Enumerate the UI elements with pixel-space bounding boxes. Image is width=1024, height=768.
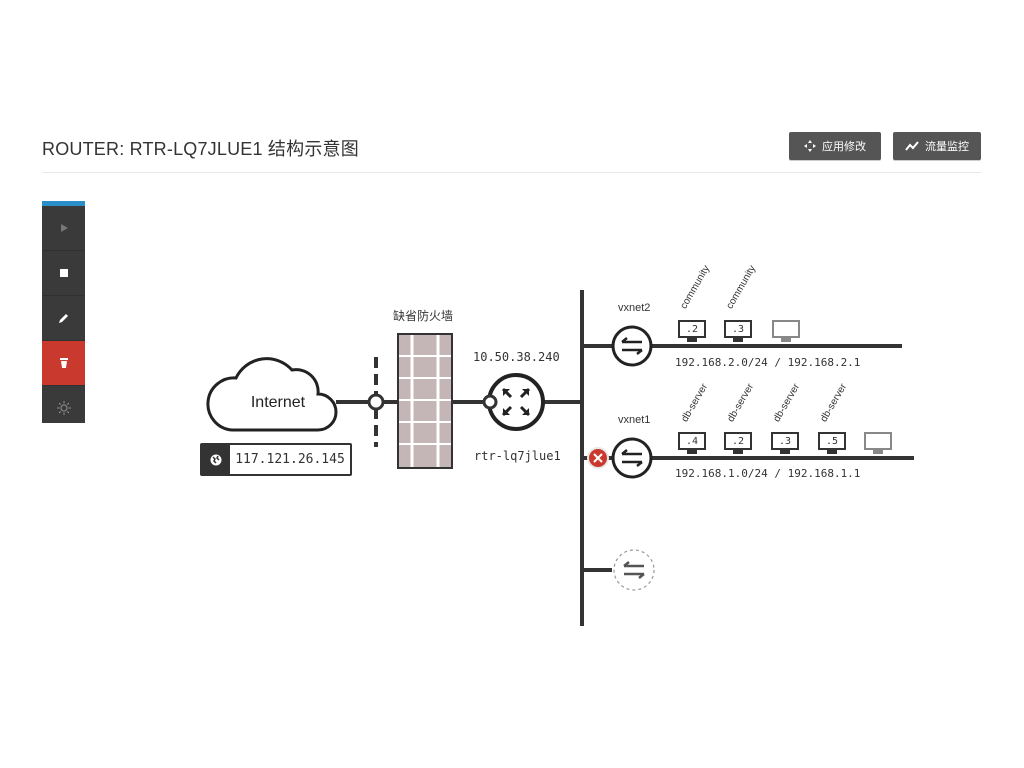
router-id: rtr-lq7jlue1 bbox=[474, 449, 561, 463]
instance-host[interactable]: .2 bbox=[724, 432, 752, 454]
instance-host[interactable]: .5 bbox=[818, 432, 846, 454]
detach-error-icon bbox=[587, 447, 609, 469]
trash-icon bbox=[59, 358, 68, 368]
play-icon bbox=[60, 224, 68, 232]
host-name: db-server bbox=[725, 381, 757, 424]
instance-host[interactable]: .3 bbox=[724, 320, 752, 342]
header-divider bbox=[42, 172, 981, 173]
host-id: .3 bbox=[771, 432, 799, 450]
host-name: db-server bbox=[818, 381, 850, 424]
move-icon bbox=[804, 140, 816, 152]
edit-button[interactable] bbox=[42, 296, 85, 341]
add-vxnet-icon bbox=[613, 549, 655, 591]
chart-line-icon bbox=[905, 141, 919, 151]
vxnet2-switch-icon bbox=[611, 325, 653, 367]
router-port bbox=[482, 394, 498, 410]
host-id: .2 bbox=[678, 320, 706, 338]
traffic-monitor-label: 流量监控 bbox=[925, 141, 969, 153]
host-id: .2 bbox=[724, 432, 752, 450]
apply-changes-label: 应用修改 bbox=[822, 141, 866, 153]
vxnet2-cidr: 192.168.2.0/24 / 192.168.2.1 bbox=[675, 356, 861, 369]
host-id: .5 bbox=[818, 432, 846, 450]
firewall-label: 缺省防火墙 bbox=[393, 309, 454, 323]
pencil-icon bbox=[58, 314, 68, 323]
stop-button[interactable] bbox=[42, 251, 85, 296]
globe-icon bbox=[202, 445, 230, 474]
empty-monitor-icon bbox=[772, 320, 800, 338]
host-name: community bbox=[724, 263, 759, 311]
instance-host[interactable]: .4 bbox=[678, 432, 706, 454]
host-name: community bbox=[678, 263, 713, 311]
host-name: db-server bbox=[771, 381, 803, 424]
toolbar-accent bbox=[42, 201, 85, 206]
instance-host[interactable]: .2 bbox=[678, 320, 706, 342]
host-id: .3 bbox=[724, 320, 752, 338]
play-button[interactable] bbox=[42, 206, 85, 251]
vxnet1-label[interactable]: vxnet1 bbox=[618, 414, 651, 426]
stop-icon bbox=[59, 269, 68, 277]
delete-button[interactable] bbox=[42, 341, 85, 386]
instance-host[interactable]: .3 bbox=[771, 432, 799, 454]
side-toolbar bbox=[42, 201, 85, 423]
host-id: .4 bbox=[678, 432, 706, 450]
vxnet2-label[interactable]: vxnet2 bbox=[618, 302, 651, 314]
settings-button[interactable] bbox=[42, 386, 85, 430]
eip-box[interactable]: 117.121.26.145 bbox=[200, 443, 352, 476]
empty-monitor-icon bbox=[864, 432, 892, 450]
add-instance-host[interactable] bbox=[772, 320, 800, 342]
vxnet1-switch-icon bbox=[611, 437, 653, 479]
page-title: ROUTER: RTR-LQ7JLUE1 结构示意图 bbox=[42, 139, 359, 159]
host-name: db-server bbox=[679, 381, 711, 424]
eip-address: 117.121.26.145 bbox=[235, 452, 345, 467]
router-icon bbox=[487, 373, 545, 431]
firewall-icon bbox=[397, 333, 453, 469]
gateway-node bbox=[367, 393, 385, 411]
router-ip: 10.50.38.240 bbox=[473, 350, 560, 364]
add-instance-host[interactable] bbox=[864, 432, 892, 454]
traffic-monitor-button[interactable]: 流量监控 bbox=[893, 132, 981, 160]
vxnet1-cidr: 192.168.1.0/24 / 192.168.1.1 bbox=[675, 467, 861, 480]
internet-label: Internet bbox=[250, 394, 306, 411]
apply-changes-button[interactable]: 应用修改 bbox=[789, 132, 881, 160]
gear-icon bbox=[56, 401, 71, 415]
